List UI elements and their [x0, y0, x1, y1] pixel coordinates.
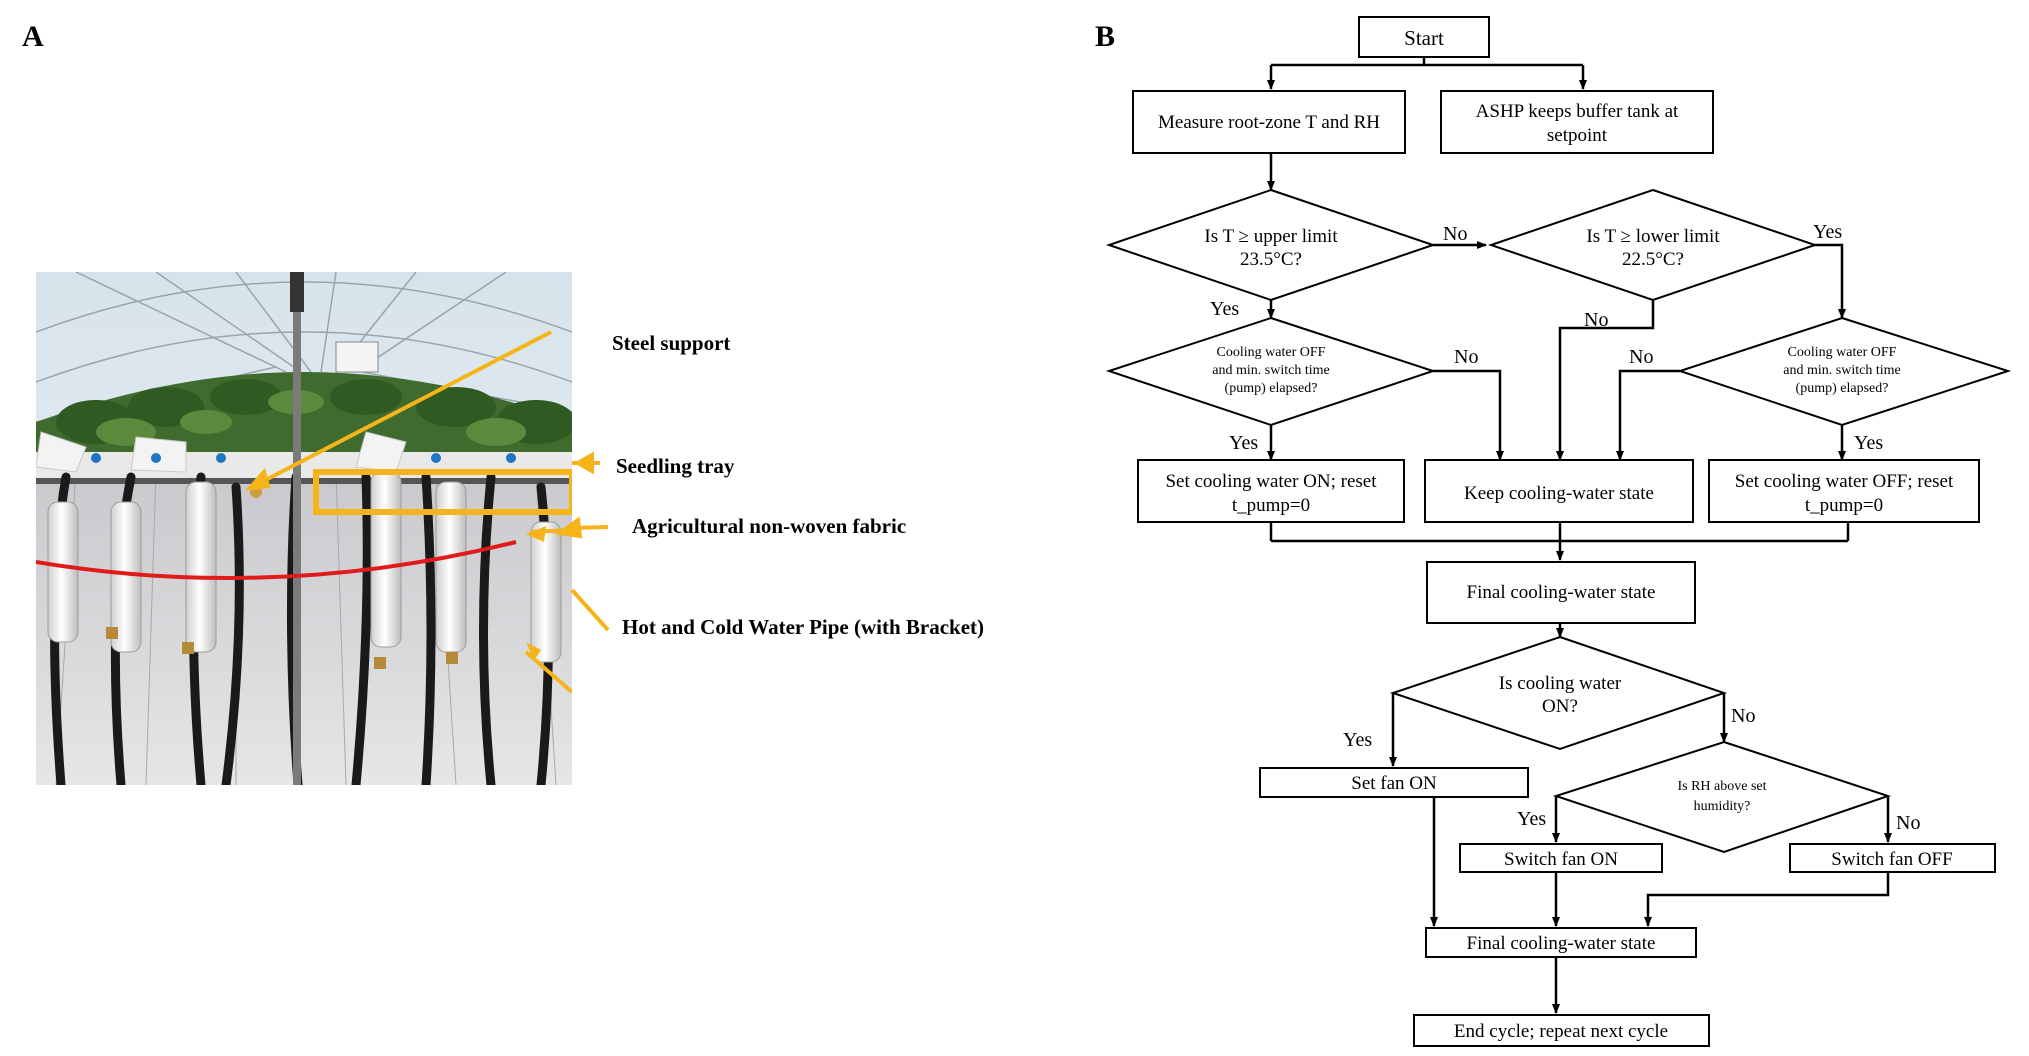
measure-text: Measure root-zone T and RH — [1158, 112, 1380, 133]
set-on-text-1: Set cooling water ON; reset — [1165, 471, 1377, 492]
set-cooling-on-box — [1137, 459, 1405, 523]
keep-state-box — [1424, 459, 1694, 523]
pipe-callout: Hot and Cold Water Pipe (with Bracket) — [622, 615, 985, 639]
switch-fan-off-box — [1789, 843, 1996, 873]
end-box — [1413, 1014, 1710, 1047]
end-text: End cycle; repeat next cycle — [1454, 1021, 1668, 1042]
set-on-text-2: t_pump=0 — [1232, 495, 1310, 516]
rh-diamond — [1552, 740, 1892, 854]
lower-limit-diamond — [1487, 188, 1819, 302]
upper-q-1: Is T ≥ upper limit — [1204, 226, 1338, 247]
upper-limit-diamond — [1105, 188, 1437, 302]
upper-yes-label: Yes — [1210, 298, 1239, 320]
switch-fan-on-box — [1459, 843, 1663, 873]
steel-support-callout: Steel support — [612, 331, 731, 355]
final1-text: Final cooling-water state — [1467, 582, 1656, 603]
set-fan-on-box — [1259, 767, 1529, 798]
cooling-no-label: No — [1731, 705, 1755, 727]
upper-q-2: 23.5°C? — [1240, 249, 1302, 270]
set-off-text-2: t_pump=0 — [1805, 495, 1883, 516]
rh-q-2: humidity? — [1694, 799, 1751, 814]
set-fan-on-text: Set fan ON — [1351, 773, 1437, 794]
cond-right-1: Cooling water OFF — [1788, 345, 1897, 360]
set-off-text-1: Set cooling water OFF; reset — [1735, 471, 1954, 492]
cond-left-1: Cooling water OFF — [1217, 345, 1326, 360]
condition-left-diamond — [1105, 316, 1437, 427]
upper-no-label: No — [1443, 223, 1467, 245]
cond-right-no-label: No — [1629, 346, 1653, 368]
ashp-box — [1440, 90, 1714, 154]
start-text: Start — [1404, 26, 1444, 50]
cond-left-no-label: No — [1454, 346, 1478, 368]
final2-text: Final cooling-water state — [1467, 933, 1656, 954]
cooling-q-2: ON? — [1542, 696, 1578, 717]
final-state-2-box — [1425, 927, 1697, 958]
cooling-on-diamond — [1389, 635, 1728, 751]
cond-right-yes-label: Yes — [1854, 432, 1883, 454]
keep-text: Keep cooling-water state — [1464, 483, 1654, 504]
ashp-text-1: ASHP keeps buffer tank at — [1476, 101, 1679, 122]
rh-yes-label: Yes — [1517, 808, 1546, 830]
cond-left-3: (pump) elapsed? — [1225, 381, 1318, 396]
panel-a-label: A — [22, 20, 44, 53]
cond-left-yes-label: Yes — [1229, 432, 1258, 454]
cond-right-3: (pump) elapsed? — [1796, 381, 1889, 396]
condition-right-diamond — [1676, 316, 2012, 427]
seedling-tray-callout: Seedling tray — [616, 454, 735, 478]
panel-b-label: B — [1095, 20, 1116, 53]
set-cooling-off-box — [1708, 459, 1980, 523]
lower-yes-label: Yes — [1813, 221, 1842, 243]
cooling-q-1: Is cooling water — [1499, 673, 1622, 694]
start-node — [1358, 16, 1490, 58]
switch-fan-off-text: Switch fan OFF — [1831, 849, 1952, 870]
rh-q-1: Is RH above set — [1677, 779, 1766, 794]
lower-q-1: Is T ≥ lower limit — [1586, 226, 1720, 247]
cond-right-2: and min. switch time — [1783, 363, 1900, 378]
measure-box — [1132, 90, 1406, 154]
ashp-text-2: setpoint — [1547, 125, 1608, 146]
final-state-1-box — [1426, 561, 1696, 624]
cond-left-2: and min. switch time — [1212, 363, 1329, 378]
rh-no-label: No — [1896, 812, 1920, 834]
cooling-yes-label: Yes — [1343, 729, 1372, 751]
fabric-callout: Agricultural non-woven fabric — [632, 514, 907, 538]
lower-q-2: 22.5°C? — [1622, 249, 1684, 270]
lower-no-label: No — [1584, 309, 1608, 331]
switch-fan-on-text: Switch fan ON — [1504, 849, 1618, 870]
greenhouse-photo — [36, 272, 572, 785]
